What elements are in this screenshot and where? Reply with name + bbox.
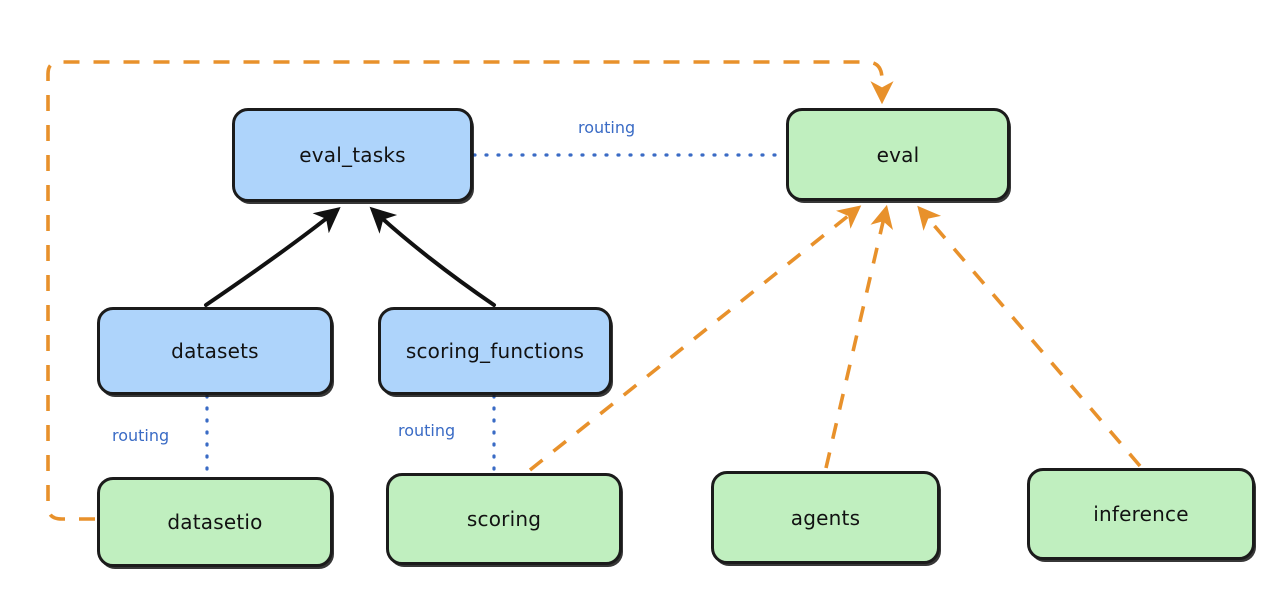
edge-agents-to-eval bbox=[824, 204, 893, 469]
node-label-datasetio: datasetio bbox=[167, 510, 263, 534]
node-datasets[interactable]: datasets bbox=[97, 307, 333, 395]
node-label-eval: eval bbox=[876, 142, 920, 167]
node-label-datasets: datasets bbox=[171, 339, 259, 363]
node-scoring-functions[interactable]: scoring_functions bbox=[378, 307, 612, 395]
node-label-scoring-functions: scoring_functions bbox=[405, 339, 585, 363]
node-label-agents: agents bbox=[790, 505, 861, 530]
node-label-eval-tasks: eval_tasks bbox=[299, 143, 406, 167]
edge-scoring_functions-to-eval_tasks bbox=[369, 206, 496, 307]
edge-label-routing-datasets-datasetio: routing bbox=[112, 426, 170, 445]
edge-label-routing-scoring-functions-scoring: routing bbox=[398, 421, 456, 440]
edge-datasetio-to-eval bbox=[46, 60, 894, 521]
node-label-scoring: scoring bbox=[466, 507, 542, 531]
edge-scoring-to-eval bbox=[528, 205, 862, 472]
node-datasetio[interactable]: datasetio bbox=[97, 477, 333, 567]
edge-label-routing-eval-tasks-eval: routing bbox=[578, 118, 636, 137]
node-label-inference: inference bbox=[1093, 502, 1189, 526]
edge-datasets-to-eval_tasks bbox=[204, 207, 341, 307]
node-agents[interactable]: agents bbox=[711, 471, 940, 564]
edge-inference-to-eval bbox=[917, 205, 1142, 468]
node-scoring[interactable]: scoring bbox=[386, 473, 622, 565]
node-eval[interactable]: eval bbox=[786, 108, 1010, 201]
node-eval-tasks[interactable]: eval_tasks bbox=[232, 108, 473, 202]
node-inference[interactable]: inference bbox=[1027, 468, 1255, 560]
